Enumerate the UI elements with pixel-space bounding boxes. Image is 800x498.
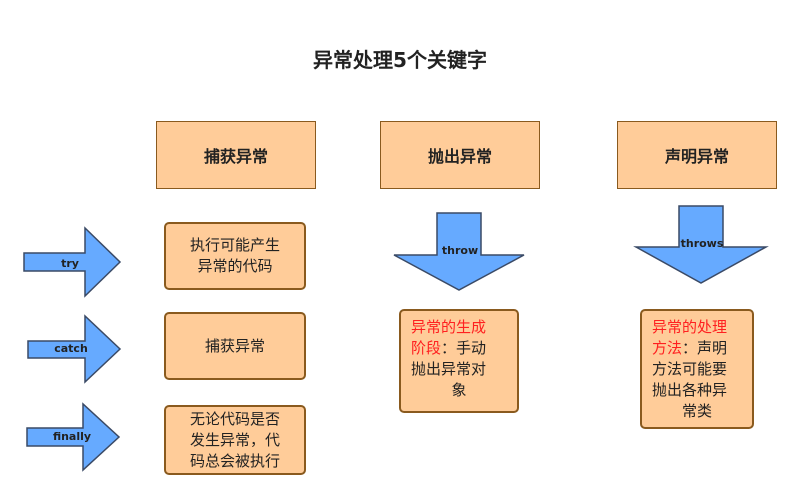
- description-line: 无论代码是否: [189, 409, 280, 428]
- header-label: 捕获异常: [203, 147, 268, 166]
- throw-arrow-icon: [393, 212, 525, 291]
- description-line: 抛出异常对: [411, 360, 487, 378]
- throws-arrow-icon: [633, 205, 769, 284]
- description-line: 捕获异常: [204, 336, 265, 355]
- highlight-text: 异常的处理: [652, 318, 728, 336]
- description-line: 常类: [681, 402, 712, 420]
- try-description: 执行可能产生异常的代码: [164, 222, 306, 290]
- description-text: ：手动: [441, 339, 487, 357]
- description-line: 执行可能产生: [189, 236, 280, 254]
- try-keyword-label: try: [61, 257, 79, 270]
- finally-description: 无论代码是否发生异常，代码总会被执行: [164, 405, 306, 475]
- catch-arrow-icon: [27, 314, 122, 384]
- highlight-text: 阶段: [411, 339, 442, 357]
- throw-keyword-label: throw: [441, 244, 479, 257]
- header-label: 声明异常: [664, 147, 729, 166]
- throws-keyword-label: throws: [680, 237, 724, 250]
- description-line: 象: [451, 381, 467, 399]
- header-declare-exception: 声明异常: [617, 121, 777, 189]
- catch-description: 捕获异常: [164, 312, 306, 380]
- throws-description: 异常的处理 方法：声明 方法可能要 抛出各种异 常类: [640, 309, 754, 429]
- highlight-text: 方法: [652, 339, 683, 357]
- description-line: 方法可能要: [652, 360, 728, 378]
- header-catch-exception: 捕获异常: [156, 121, 316, 189]
- finally-keyword-label: finally: [52, 430, 92, 443]
- description-line: 抛出各种异: [652, 381, 728, 399]
- diagram-title: 异常处理5个关键字: [313, 48, 487, 72]
- description-line: 异常的代码: [197, 257, 273, 275]
- description-text: ：声明: [682, 339, 728, 357]
- finally-arrow-icon: [26, 402, 121, 472]
- highlight-text: 异常的生成: [411, 318, 487, 336]
- catch-keyword-label: catch: [54, 342, 88, 355]
- throw-description: 异常的生成 阶段：手动 抛出异常对 象: [399, 309, 519, 413]
- description-line: 码总会被执行: [189, 451, 280, 470]
- description-line: 发生异常，代: [189, 430, 280, 449]
- header-label: 抛出异常: [427, 147, 492, 166]
- header-throw-exception: 抛出异常: [380, 121, 540, 189]
- try-arrow-icon: [23, 226, 122, 298]
